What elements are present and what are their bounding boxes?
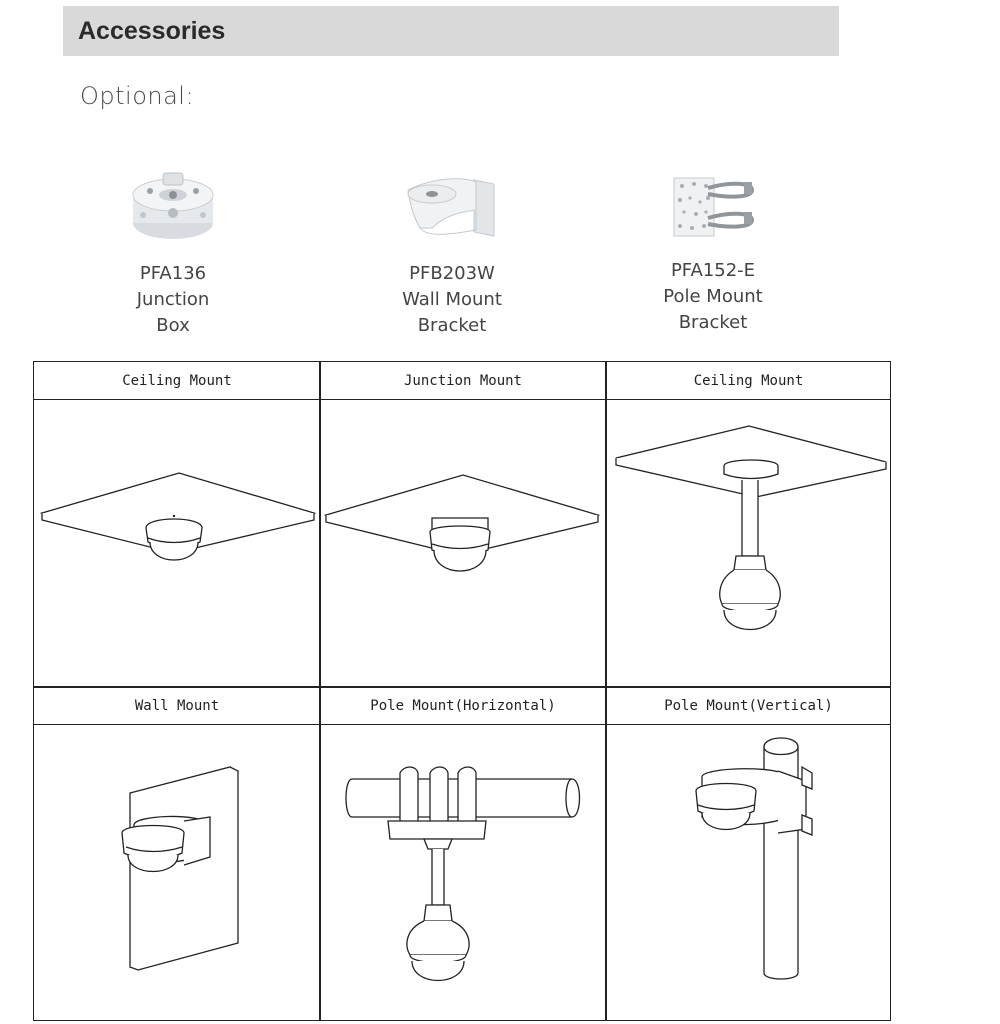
pole-mount-bracket-icon	[673, 177, 755, 237]
mount-label: Pole Mount(Vertical)	[606, 687, 891, 725]
wall-mount-diagram	[121, 766, 239, 971]
mount-illustration	[606, 400, 891, 686]
product-pfa136: PFA136 Junction Box	[73, 165, 273, 339]
mount-label: Wall Mount	[34, 687, 320, 725]
mount-illustration	[34, 400, 320, 686]
mount-illustration	[34, 725, 320, 1020]
product-name-line: Box	[156, 315, 190, 336]
optional-label: Optional:	[80, 82, 195, 110]
mount-illustration	[606, 725, 891, 1020]
mount-illustration	[320, 725, 606, 1020]
junction-box-icon	[132, 172, 214, 239]
product-pfb203w: PFB203W Wall Mount Bracket	[352, 170, 552, 339]
product-model: PFA136	[139, 263, 207, 284]
mount-label: Ceiling Mount	[34, 362, 320, 400]
product-name-line: Junction	[136, 289, 210, 310]
ceiling-mount-diagram	[39, 472, 317, 561]
product-name-line: Pole Mount	[663, 286, 763, 307]
product-model: PFB203W	[409, 263, 495, 284]
product-name-line: Wall Mount	[402, 289, 502, 310]
grid-divider	[34, 686, 890, 688]
product-model: PFA152-E	[670, 260, 756, 281]
product-name-line: Bracket	[417, 315, 487, 336]
grid-divider	[319, 362, 321, 1020]
mount-label: Pole Mount(Horizontal)	[320, 687, 606, 725]
pole-mount-horizontal-diagram	[345, 766, 581, 981]
mount-label: Ceiling Mount	[606, 362, 891, 400]
product-name-line: Bracket	[678, 312, 748, 333]
wall-mount-bracket-icon	[407, 178, 495, 237]
mount-label: Junction Mount	[320, 362, 606, 400]
section-title: Accessories	[78, 17, 226, 45]
grid-divider	[605, 362, 607, 1020]
mount-options-table: Ceiling Mount Junction Mount Ceiling Mou…	[33, 361, 891, 1021]
pole-mount-vertical-diagram	[695, 737, 813, 980]
product-pfa152-e: PFA152-E Pole Mount Bracket	[613, 172, 813, 336]
mount-illustration	[320, 400, 606, 686]
junction-mount-diagram	[323, 474, 601, 572]
section-header-bar: Accessories	[63, 6, 839, 56]
pendant-ceiling-mount-diagram	[615, 425, 887, 630]
